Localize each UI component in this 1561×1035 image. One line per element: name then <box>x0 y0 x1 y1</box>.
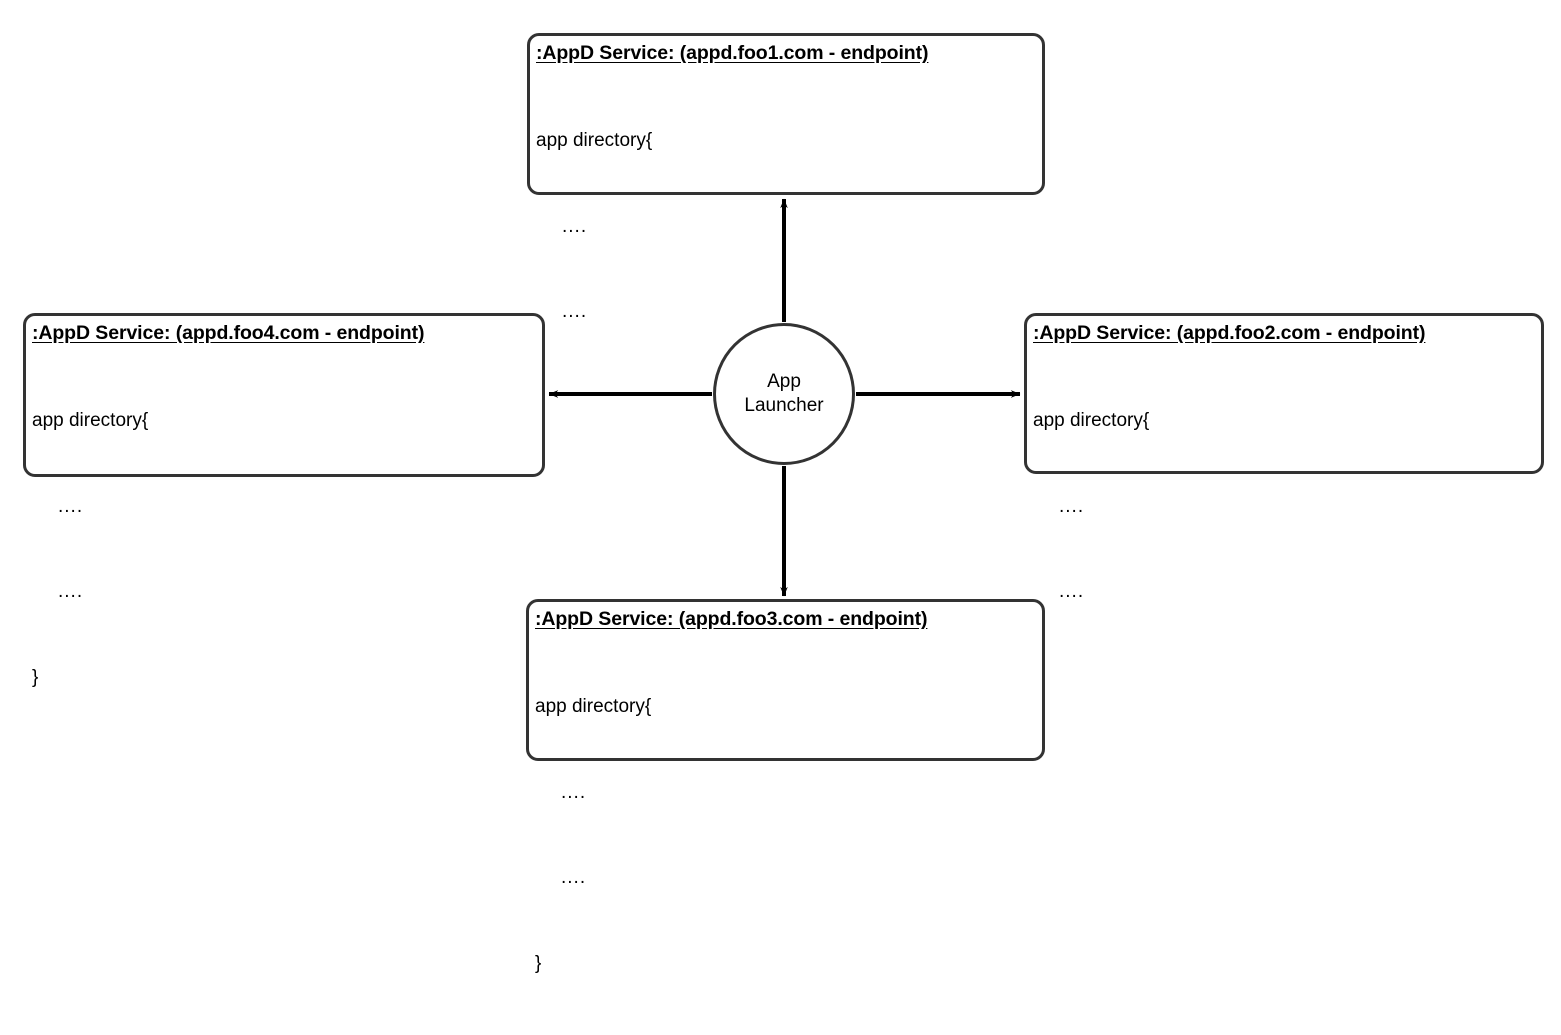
body-line-close: } <box>536 384 652 413</box>
service-node-body: app directory{ .... .... } <box>535 636 651 1035</box>
body-line-ellipsis-2: .... <box>58 581 84 602</box>
body-line-ellipsis-2: .... <box>561 867 587 888</box>
body-line-open: app directory{ <box>535 696 652 717</box>
service-node-body: app directory{ .... .... } <box>536 70 652 469</box>
body-line-ellipsis-1: .... <box>562 215 588 237</box>
body-line-open: app directory{ <box>32 410 149 431</box>
body-line-close: } <box>32 666 39 688</box>
body-line-open: app directory{ <box>1033 410 1150 431</box>
body-line-close: } <box>1033 664 1149 693</box>
body-line-close: } <box>535 952 542 974</box>
service-node-right[interactable]: :AppD Service: (appd.foo2.com - endpoint… <box>1024 313 1544 688</box>
diagram-canvas: :AppD Service: (appd.foo1.com - endpoint… <box>23 33 1544 974</box>
body-line-ellipsis-1: .... <box>1059 495 1085 517</box>
service-node-title: :AppD Service: (appd.foo3.com - endpoint… <box>535 608 928 630</box>
body-line-ellipsis-1: .... <box>58 495 84 517</box>
service-node-title: :AppD Service: (appd.foo1.com - endpoint… <box>536 42 929 64</box>
service-node-bottom[interactable]: :AppD Service: (appd.foo3.com - endpoint… <box>526 599 1045 974</box>
hub-node-label: App Launcher <box>744 371 824 416</box>
service-node-title: :AppD Service: (appd.foo2.com - endpoint… <box>1033 322 1426 344</box>
service-node-top[interactable]: :AppD Service: (appd.foo1.com - endpoint… <box>527 33 1045 408</box>
service-node-title: :AppD Service: (appd.foo4.com - endpoint… <box>32 322 425 344</box>
service-node-body: app directory{ .... .... } <box>1033 350 1149 749</box>
service-node-body: app directory{ .... .... } <box>32 350 148 749</box>
body-line-ellipsis-2: .... <box>562 301 588 322</box>
hub-node-app-launcher[interactable]: App Launcher <box>713 323 855 465</box>
service-node-left[interactable]: :AppD Service: (appd.foo4.com - endpoint… <box>23 313 545 688</box>
body-line-ellipsis-2: .... <box>1059 581 1085 602</box>
body-line-open: app directory{ <box>536 130 653 151</box>
